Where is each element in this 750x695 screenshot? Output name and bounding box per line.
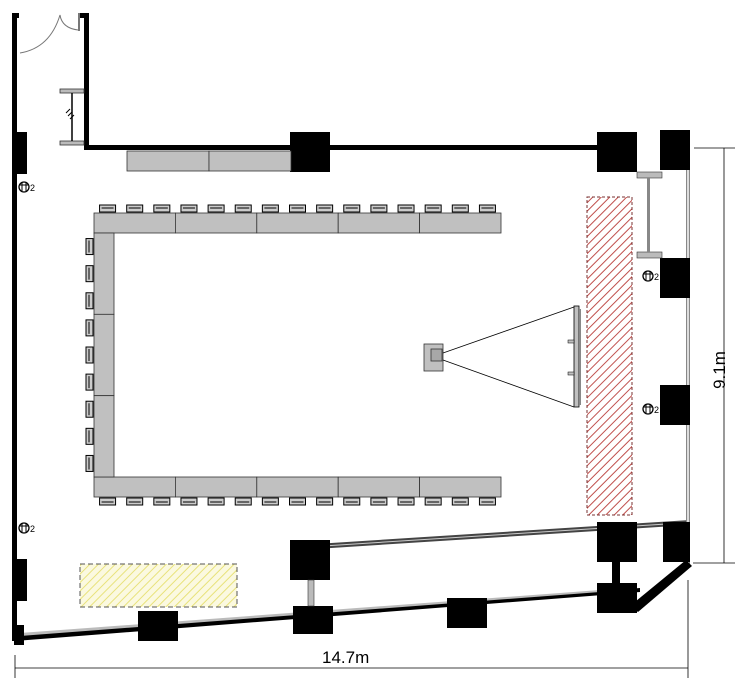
chair-bottom[interactable] bbox=[126, 497, 144, 506]
table-bottom[interactable] bbox=[419, 476, 502, 498]
chair-bottom[interactable] bbox=[207, 497, 225, 506]
power-outlet-icon: 2 bbox=[642, 270, 659, 282]
chairs-group bbox=[85, 204, 496, 506]
chair-left[interactable] bbox=[85, 238, 94, 256]
chair-bottom[interactable] bbox=[370, 497, 388, 506]
chair-bottom[interactable] bbox=[99, 497, 117, 506]
power-outlet-icon: 2 bbox=[18, 181, 35, 193]
column-icon bbox=[660, 130, 690, 170]
column-icon bbox=[138, 611, 178, 641]
wall-corner-diagonal bbox=[630, 560, 692, 612]
table-left[interactable] bbox=[93, 232, 115, 315]
chair-bottom[interactable] bbox=[153, 497, 171, 506]
chair-top[interactable] bbox=[180, 204, 198, 213]
counter bbox=[126, 150, 292, 172]
projector-icon[interactable] bbox=[423, 306, 575, 408]
chair-bottom[interactable] bbox=[397, 497, 415, 506]
chair-bottom[interactable] bbox=[180, 497, 198, 506]
column-icon bbox=[660, 385, 690, 425]
outlet-count-label: 2 bbox=[30, 183, 35, 193]
chair-top[interactable] bbox=[424, 204, 442, 213]
chair-top[interactable] bbox=[370, 204, 388, 213]
chair-top[interactable] bbox=[207, 204, 225, 213]
table-top[interactable] bbox=[256, 212, 339, 234]
outlet-count-label: 2 bbox=[30, 524, 35, 534]
table-left[interactable] bbox=[93, 395, 115, 478]
table-top[interactable] bbox=[174, 212, 258, 234]
chair-top[interactable] bbox=[397, 204, 415, 213]
chair-bottom[interactable] bbox=[424, 497, 442, 506]
chair-bottom[interactable] bbox=[478, 497, 496, 506]
stage-area[interactable] bbox=[586, 196, 633, 516]
chair-bottom[interactable] bbox=[316, 497, 334, 506]
column-icon bbox=[447, 598, 487, 628]
dimension-lines bbox=[14, 147, 735, 678]
door-icon[interactable] bbox=[19, 13, 80, 54]
column-icon bbox=[597, 132, 637, 172]
partition bbox=[636, 171, 663, 259]
column-icon bbox=[597, 522, 637, 562]
power-outlet-icon: 2 bbox=[18, 522, 35, 534]
chair-left[interactable] bbox=[85, 454, 94, 472]
column-icon bbox=[293, 606, 333, 634]
table-left[interactable] bbox=[93, 313, 115, 397]
wall-entry-right bbox=[78, 13, 89, 18]
chair-left[interactable] bbox=[85, 319, 94, 337]
columns bbox=[138, 130, 690, 641]
column-icon bbox=[663, 522, 690, 562]
outlet-count-label: 2 bbox=[654, 272, 659, 282]
chair-top[interactable] bbox=[451, 204, 469, 213]
wall-left bbox=[12, 13, 17, 73]
table-bottom[interactable] bbox=[174, 476, 258, 498]
chair-top[interactable] bbox=[343, 204, 361, 213]
chair-left[interactable] bbox=[85, 265, 94, 283]
column-icon bbox=[660, 258, 690, 298]
chair-top[interactable] bbox=[478, 204, 496, 213]
chair-bottom[interactable] bbox=[343, 497, 361, 506]
chair-left[interactable] bbox=[85, 373, 94, 391]
chair-bottom[interactable] bbox=[234, 497, 252, 506]
column-icon bbox=[597, 583, 637, 613]
chair-top[interactable] bbox=[153, 204, 171, 213]
wall-top bbox=[84, 145, 599, 150]
chair-top[interactable] bbox=[126, 204, 144, 213]
height-dimension-label: 9.1m bbox=[710, 351, 729, 389]
chair-top[interactable] bbox=[316, 204, 334, 213]
chair-left[interactable] bbox=[85, 400, 94, 418]
width-dimension-label: 14.7m bbox=[322, 648, 370, 667]
chair-top[interactable] bbox=[99, 204, 117, 213]
power-outlet-icon: 2 bbox=[642, 403, 659, 415]
table-top[interactable] bbox=[419, 212, 502, 234]
column-icon bbox=[290, 540, 330, 580]
column-icon bbox=[290, 132, 330, 172]
screen-icon[interactable] bbox=[567, 305, 581, 408]
chair-bottom[interactable] bbox=[451, 497, 469, 506]
outlet-count-label: 2 bbox=[654, 405, 659, 415]
table-top[interactable] bbox=[93, 212, 176, 234]
table-top[interactable] bbox=[337, 212, 421, 234]
chair-top[interactable] bbox=[234, 204, 252, 213]
tables-group bbox=[93, 212, 502, 498]
table-bottom[interactable] bbox=[256, 476, 339, 498]
chair-top[interactable] bbox=[261, 204, 279, 213]
table-bottom[interactable] bbox=[93, 476, 176, 498]
table-bottom[interactable] bbox=[337, 476, 421, 498]
stairs-icon bbox=[59, 88, 85, 146]
chair-bottom[interactable] bbox=[261, 497, 279, 506]
reception-area[interactable] bbox=[79, 563, 238, 608]
chair-bottom[interactable] bbox=[289, 497, 306, 506]
chair-top[interactable] bbox=[289, 204, 306, 213]
chair-left[interactable] bbox=[85, 427, 94, 445]
chair-left[interactable] bbox=[85, 292, 94, 310]
chair-left[interactable] bbox=[85, 346, 94, 364]
